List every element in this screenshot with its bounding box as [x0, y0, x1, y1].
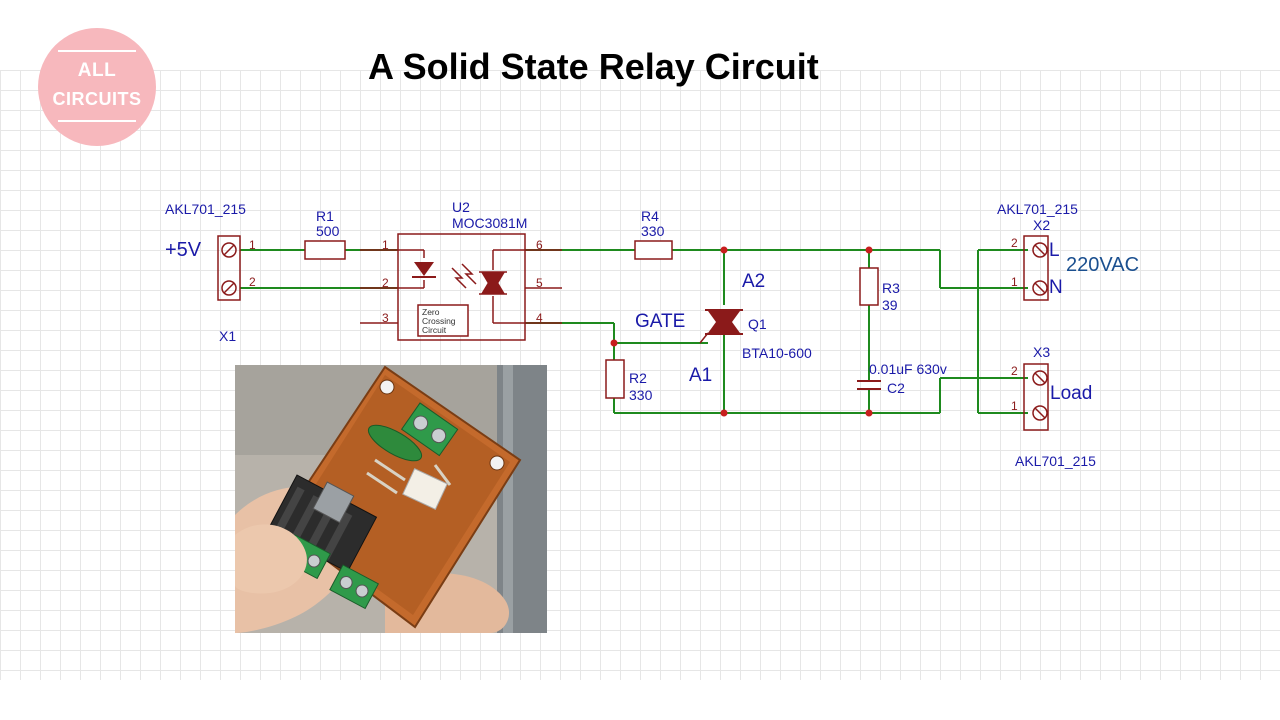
grid-background — [0, 70, 1280, 680]
terminal-block-top — [400, 402, 459, 457]
optocoupler-u2: Zero Crossing Circuit 1 2 3 6 5 4 U2 MOC… — [360, 199, 562, 341]
optocoupler-chip — [402, 468, 448, 510]
resistor-r3: R3 39 — [859, 267, 900, 313]
triac-q1: GATE A2 A1 Q1 BTA10-600 — [635, 271, 812, 386]
x3-body — [1023, 363, 1049, 431]
x1-pin1: 1 — [249, 238, 256, 252]
r1-ref: R1 — [316, 208, 334, 224]
resistor-r4: R4 330 — [634, 208, 673, 260]
zc-line2: Crossing — [422, 316, 456, 326]
u2-pin-4: 4 — [536, 311, 543, 325]
resistor-r2: R2 330 — [605, 359, 653, 403]
u2-pin-2: 2 — [382, 276, 389, 290]
zc-line1: Zero — [422, 307, 440, 317]
connector-x1: AKL701_215 +5V 1 2 X1 — [165, 201, 256, 344]
r3-ref: R3 — [882, 280, 900, 296]
x2-screw-n — [1032, 280, 1048, 296]
x2-pin2: 2 — [1011, 236, 1018, 250]
x2-body — [1023, 235, 1049, 301]
light-arrow — [451, 267, 467, 289]
led-diode-icon — [414, 262, 434, 276]
x2-n-label: N — [1049, 277, 1063, 298]
zc-line3: Circuit — [422, 325, 447, 335]
x3-pin1: 1 — [1011, 399, 1018, 413]
x2-pin1: 1 — [1011, 275, 1018, 289]
wires — [240, 249, 1028, 414]
a1-label: A1 — [689, 365, 712, 386]
x3-screw-1 — [1032, 405, 1048, 421]
thumb — [235, 524, 307, 594]
x3-ref: X3 — [1033, 344, 1050, 360]
r3-body — [859, 267, 879, 306]
junction-dot — [865, 246, 873, 254]
heatsink — [267, 474, 378, 573]
mains-voltage-label: 220VAC — [1066, 254, 1139, 276]
load-label: Load — [1050, 383, 1092, 404]
terminal-block-bottom-right — [329, 564, 379, 610]
c2-ref: C2 — [887, 380, 905, 396]
page-title: A Solid State Relay Circuit — [368, 46, 819, 87]
resistor-parts — [366, 458, 452, 495]
junction-dot — [720, 246, 728, 254]
r2-ref: R2 — [629, 370, 647, 386]
capacitor-c2: 0.01uF 630v C2 — [857, 361, 947, 396]
logo-text-line2: CIRCUITS — [52, 89, 142, 109]
u2-body — [397, 233, 526, 341]
u2-ref: U2 — [452, 199, 470, 215]
x3-pin2: 2 — [1011, 364, 1018, 378]
u2-pin-3: 3 — [382, 311, 389, 325]
x1-supply-label: +5V — [165, 239, 202, 261]
connector-x3: X3 2 1 Load AKL701_215 — [1011, 344, 1096, 469]
q1-ref: Q1 — [748, 316, 767, 332]
r1-value: 500 — [316, 223, 340, 239]
gate-label: GATE — [635, 311, 685, 332]
connector-x2: AKL701_215 X2 2 1 L N 220VAC — [997, 201, 1139, 301]
x1-ref: X1 — [219, 328, 236, 344]
x2-screw-l — [1032, 242, 1048, 258]
junction-dot — [610, 339, 618, 347]
all-circuits-logo: ALL CIRCUITS — [38, 28, 156, 146]
x3-screw-2 — [1032, 370, 1048, 386]
x1-part: AKL701_215 — [165, 201, 246, 217]
q1-part: BTA10-600 — [742, 345, 812, 361]
x2-l-label: L — [1049, 240, 1060, 261]
junctions — [610, 246, 873, 417]
x2-ref: X2 — [1033, 217, 1050, 233]
pcb-photo — [235, 365, 547, 633]
c2-value: 0.01uF 630v — [869, 361, 947, 377]
x3-part: AKL701_215 — [1015, 453, 1096, 469]
u2-part: MOC3081M — [452, 215, 527, 231]
r2-value: 330 — [629, 387, 653, 403]
u2-pin-5: 5 — [536, 276, 543, 290]
u2-pin-6: 6 — [536, 238, 543, 252]
x1-pin2: 2 — [249, 275, 256, 289]
x1-screw-2 — [221, 280, 237, 296]
logo-top-line — [58, 50, 136, 52]
x1-body — [217, 235, 241, 301]
logo-text-line1: ALL — [77, 60, 117, 81]
junction-dot — [865, 409, 873, 417]
resistor-r1: R1 500 — [304, 208, 346, 260]
a2-label: A2 — [742, 271, 765, 292]
capacitor-part — [367, 424, 423, 462]
x2-part: AKL701_215 — [997, 201, 1078, 217]
r2-body — [605, 359, 625, 399]
junction-dot — [720, 409, 728, 417]
logo-bottom-line — [58, 120, 136, 122]
u2-pin-1: 1 — [382, 238, 389, 252]
r4-value: 330 — [641, 223, 665, 239]
r4-ref: R4 — [641, 208, 659, 224]
x1-screw-1 — [221, 242, 237, 258]
r4-body — [634, 240, 673, 260]
r1-body — [304, 240, 346, 260]
zero-crossing-box — [417, 304, 469, 337]
r3-value: 39 — [882, 297, 898, 313]
